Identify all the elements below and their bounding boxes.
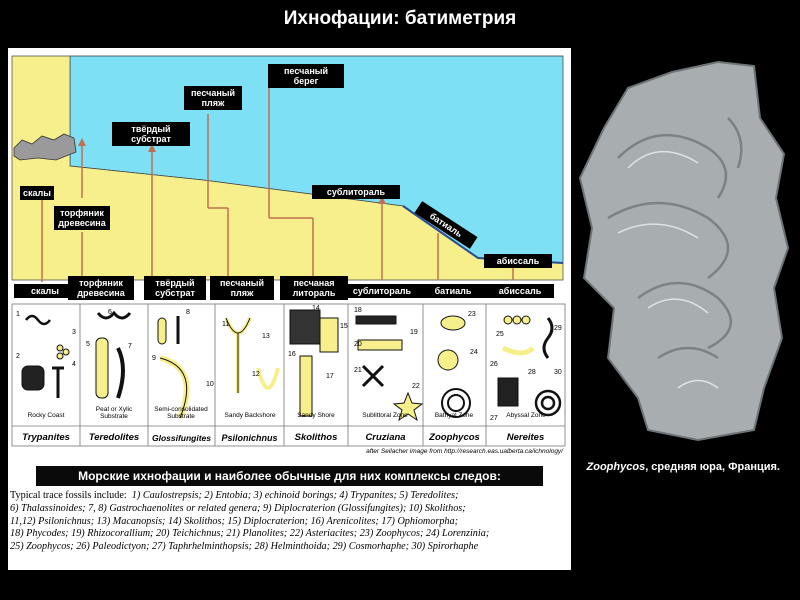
zone-caption: Sandy Shore — [297, 412, 335, 419]
legend-lead: Typical trace fossils include: — [10, 490, 127, 501]
trace-fossil-sketches — [21, 309, 562, 422]
indicator-lines — [41, 88, 514, 282]
zone-dividers — [79, 304, 487, 446]
ichnofacies-name: Psilonichnus — [221, 433, 278, 443]
zoophycos-fossil-photo — [578, 60, 790, 442]
fossil-number: 27 — [490, 415, 498, 422]
fossil-number: 29 — [554, 325, 562, 332]
photo-caption: Zoophycos, средняя юра, Франция. — [585, 460, 780, 475]
fossil-number: 16 — [288, 351, 296, 358]
ichnofacies-name: Teredolites — [88, 432, 140, 443]
fossil-number: 10 — [206, 381, 214, 388]
fossil-number: 11 — [222, 321, 229, 328]
zone-caption: Abyssal Zone — [506, 412, 546, 419]
fossil-number: 14 — [312, 305, 320, 312]
photo-caption-detail: , средняя юра, Франция. — [645, 461, 780, 473]
fossil-number: 13 — [262, 333, 270, 340]
zone-label-bathyal: батиаль — [420, 284, 486, 298]
fossil-number: 25 — [496, 331, 504, 338]
fossil-number: 21 — [354, 367, 362, 374]
fossil-number: 19 — [410, 329, 418, 336]
fossil-number: 4 — [72, 361, 76, 368]
ichnofacies-name: Nereites — [506, 432, 545, 443]
fossil-number: 28 — [528, 369, 536, 376]
zone-caption: Sublittoral Zone — [362, 412, 408, 419]
zone-label-peat-wood: торфяник древесина — [68, 276, 134, 300]
trace-fossil-legend: Typical trace fossils include: 1) Caulos… — [10, 490, 571, 554]
scene-label-abyssal: абиссаль — [484, 254, 552, 268]
fossil-number: 8 — [186, 309, 190, 316]
zone-label-hard-substrate: твёрдый субстрат — [144, 276, 206, 300]
zone-label-rocks: скалы — [14, 284, 76, 298]
legend-line: 1) Caulostrepsis; 2) Entobia; 3) echinoi… — [126, 490, 459, 501]
scene-label-sublittoral: сублитораль — [312, 185, 400, 199]
fossil-number: 22 — [412, 383, 420, 390]
ichnofacies-name: Skolithos — [294, 432, 338, 443]
scene-label-peat-wood: торфяник древесина — [54, 206, 110, 230]
ichnofacies-name: Trypanites — [22, 432, 70, 443]
zone-label-sand-beach: песчаный пляж — [210, 276, 274, 300]
fossil-number: 24 — [470, 349, 478, 356]
zone-caption: Sandy Backshore — [224, 412, 276, 419]
indicator-arrows — [78, 138, 386, 204]
fossil-number: 26 — [490, 361, 498, 368]
zone-label-sand-littoral: песчаная литораль — [280, 276, 348, 300]
fossil-number-labels: 1 2 3 4 5 6 7 8 9 10 11 12 13 14 15 16 1… — [16, 305, 562, 422]
page-title: Ихнофации: батиметрия — [283, 8, 517, 29]
scene-label-sand-beach: песчаный пляж — [184, 86, 242, 110]
ichnofacies-name: Cruziana — [365, 432, 406, 443]
zone-caption: Peat or Xylic Substrate — [95, 406, 133, 420]
zone-caption: Bathyal Zone — [434, 412, 474, 419]
ichnofacies-name: Zoophycos — [429, 432, 480, 443]
photo-caption-genus: Zoophycos — [586, 461, 646, 473]
image-credit: after Seilacher image from http://resear… — [366, 448, 563, 455]
fossil-number: 7 — [128, 343, 132, 350]
zone-row-frame — [11, 303, 566, 447]
fossil-number: 17 — [326, 373, 334, 380]
legend-line: 25) Zoophycos; 26) Paleodictyon; 27) Tap… — [10, 541, 479, 553]
legend-line: 18) Phycodes; 19) Rhizocorallium; 20) Te… — [10, 528, 490, 540]
fossil-number: 30 — [554, 369, 562, 376]
section-banner: Морские ихнофации и наиболее обычные для… — [36, 466, 543, 486]
fossil-number: 6 — [108, 309, 112, 316]
fossil-number: 23 — [468, 311, 476, 318]
fossil-number: 2 — [16, 353, 20, 360]
legend-line: 11,12) Psilonichnus; 13) Macanopsis; 14)… — [10, 515, 458, 527]
ichnofacies-diagram: 1 2 3 4 5 6 7 8 9 10 11 12 13 14 15 16 1… — [8, 48, 571, 570]
zone-caption: Rocky Coast — [27, 412, 65, 419]
fossil-number: 20 — [354, 341, 362, 348]
zone-caption: Semi-consolidated Substrate — [154, 406, 208, 420]
fossil-number: 3 — [72, 329, 76, 336]
ichnofacies-name: Glossifungites — [151, 433, 212, 443]
zone-label-abyssal: абиссаль — [486, 284, 554, 298]
legend-line: 6) Thalassinoides; 7, 8) Gastrochaenolit… — [10, 502, 466, 514]
fossil-number: 15 — [340, 323, 348, 330]
rocky-coast — [13, 133, 77, 161]
scene-label-sand-shore: песчаный берег — [268, 64, 344, 88]
fossil-number: 18 — [354, 307, 362, 314]
zone-label-sublittoral: сублитораль — [344, 284, 420, 298]
fossil-number: 9 — [152, 355, 156, 362]
scene-label-rocks: скалы — [20, 186, 54, 200]
fossil-number: 1 — [16, 311, 20, 318]
scene-label-hard-substrate: твёрдый субстрат — [112, 122, 190, 146]
fossil-number: 12 — [252, 371, 260, 378]
fossil-number: 5 — [86, 341, 90, 348]
